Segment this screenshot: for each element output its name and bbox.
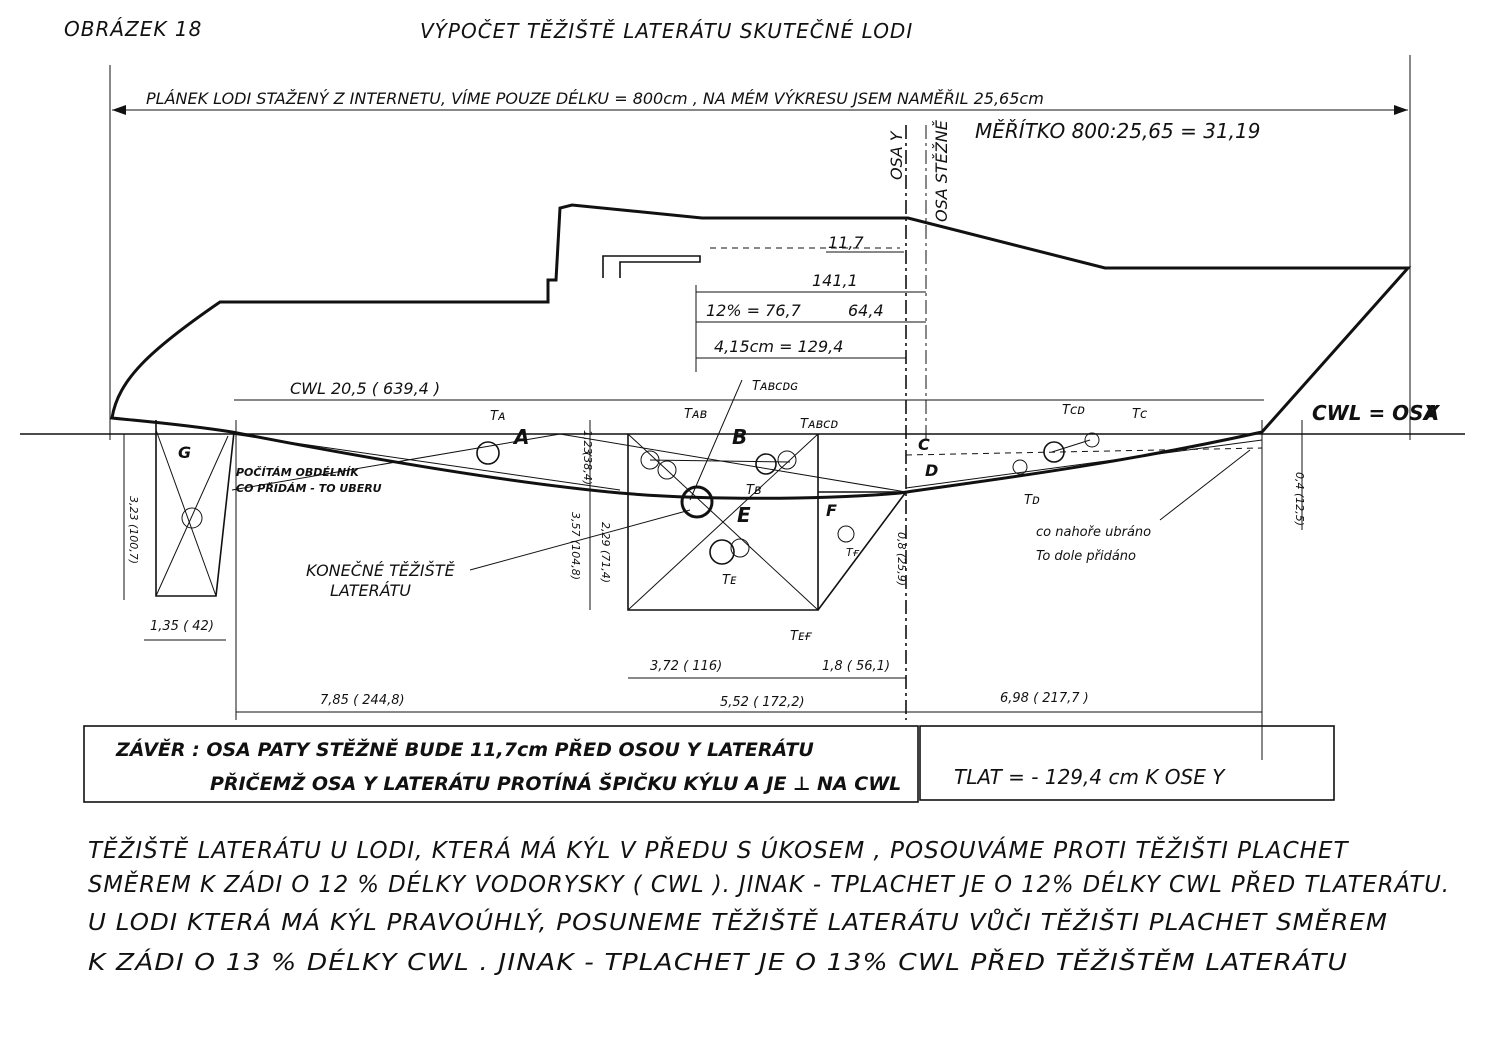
- centroid-te: [709, 539, 735, 565]
- centroid-td: [1012, 459, 1028, 475]
- centroid-tb: [755, 453, 777, 475]
- centroid-ta: [476, 441, 500, 465]
- dim-141-1: 141,1: [812, 271, 858, 290]
- dim-3-23: 3,23 (100,7): [127, 496, 140, 564]
- intro-line: PLÁNEK LODI STAŽENÝ Z INTERNETU, VÍME PO…: [146, 89, 1044, 108]
- area-b: B: [732, 425, 747, 449]
- centroid-final: [680, 485, 714, 519]
- note-leader: [1159, 449, 1251, 521]
- scale-label: MĚŘÍTKO 800:25,65 = 31,19: [975, 119, 1260, 143]
- note-removed-top: co nahoře ubráno: [1036, 525, 1151, 540]
- cabin-window: [602, 255, 701, 278]
- area-c-dash: [905, 447, 1263, 456]
- centroid-tcd: [1043, 441, 1065, 463]
- final-centroid-2: LATERÁTU: [330, 581, 411, 600]
- dim-5-52: 5,52 ( 172,2): [720, 695, 805, 710]
- dim-1-8: 1,8 ( 56,1): [822, 659, 890, 674]
- rudder-diagonal-2: [155, 435, 229, 597]
- rect-note-1: POČÍTÁM OBDÉLNÍK: [236, 465, 360, 479]
- x-axis-label: X: [1422, 401, 1441, 425]
- dim-0-8: 0,8 (25,9): [895, 532, 908, 586]
- dim-6-98: 6,98 ( 217,7 ): [1000, 691, 1089, 706]
- result-text: TLAT = - 129,4 cm K OSE Y: [954, 765, 1226, 789]
- dim-cwl: CWL 20,5 ( 639,4 ): [290, 379, 440, 398]
- diagram-title: VÝPOČET TĚŽIŠTĚ LATERÁTU SKUTEČNÉ LODI: [420, 19, 913, 43]
- centroid-tf: [837, 525, 855, 543]
- label-tb: Tʙ: [746, 483, 761, 498]
- centroid-tg: [181, 507, 203, 529]
- dim-3-72: 3,72 ( 116): [650, 659, 722, 674]
- area-f: F: [826, 501, 837, 520]
- dim-38-4: (38,4): [581, 452, 594, 485]
- cwl-axis-label: CWL = OSA: [1312, 401, 1439, 425]
- area-e: E: [737, 503, 751, 527]
- dim-7-85: 7,85 ( 244,8): [320, 693, 405, 708]
- label-tabcd: Tᴀʙᴄᴅ: [800, 417, 838, 432]
- dim-1-23: 1,23: [581, 430, 594, 455]
- note-line-4: K ZÁDI O 13 % DÉLKY CWL . JINAK - TPLACH…: [88, 948, 1348, 976]
- rect-note-2: CO PŘIDÁM - TO UBERU: [236, 481, 382, 495]
- tcd-connector: [1051, 439, 1091, 453]
- area-a-diagonal-2: [231, 433, 561, 491]
- label-tc: Tᴄ: [1132, 407, 1147, 422]
- label-td: Tᴅ: [1024, 493, 1040, 508]
- tab-connector: [649, 459, 791, 463]
- result-box: [919, 725, 1335, 801]
- area-a: A: [512, 425, 529, 449]
- final-centroid-leader: [469, 509, 691, 571]
- figure-label: OBRÁZEK 18: [64, 17, 202, 41]
- centroid-tef: [730, 538, 750, 558]
- label-te: Tᴇ: [722, 573, 737, 588]
- label-tabcdg: Tᴀʙᴄᴅɢ: [752, 379, 798, 394]
- dim-135: 1,35 ( 42): [150, 619, 214, 634]
- centroid-tab: [640, 450, 660, 470]
- note-line-2: SMĚREM K ZÁDI O 12 % DÉLKY VODORYSKY ( C…: [88, 870, 1450, 898]
- dim-3-57: 3,57 (104,8): [569, 512, 582, 580]
- rudder-diagonal-1: [155, 429, 217, 597]
- centroid-tab-2: [657, 460, 677, 480]
- label-ta: Tᴀ: [490, 409, 506, 424]
- conclusion-box: [83, 725, 919, 803]
- dim-12pct: 12% = 76,7: [706, 301, 802, 320]
- centroid-tabcd: [777, 450, 797, 470]
- keel-diagonal-2: [627, 433, 819, 611]
- area-d: D: [925, 461, 938, 480]
- note-line-3: U LODI KTERÁ MÁ KÝL PRAVOÚHLÝ, POSUNEME …: [88, 907, 1388, 936]
- keel-rectangle-e: [627, 434, 819, 611]
- mast-axis-label: OSA STĚŽNĚ: [932, 119, 951, 222]
- area-b-diagonal: [559, 433, 907, 493]
- label-tf: Tғ: [846, 546, 860, 559]
- area-g: G: [178, 443, 191, 462]
- area-a-diagonal: [231, 433, 621, 491]
- note-line-1: TĚŽIŠTĚ LATERÁTU U LODI, KTERÁ MÁ KÝL V …: [88, 836, 1349, 864]
- area-c: C: [918, 435, 930, 454]
- label-tef: Tᴇғ: [790, 629, 812, 644]
- note-added-bottom: To dole přidáno: [1036, 549, 1136, 564]
- final-centroid-1: KONEČNÉ TĚŽIŠTĚ: [306, 561, 456, 580]
- rudder-rectangle-g: [155, 420, 235, 597]
- label-tcd: Tᴄᴅ: [1062, 403, 1085, 418]
- dim-0-4: 0,4 (12,5): [1293, 472, 1306, 526]
- label-tab: Tᴀʙ: [684, 407, 707, 422]
- dim-2-29: 2,29 (71,4): [599, 522, 612, 583]
- dim-11-7: 11,7: [828, 233, 864, 252]
- centroid-tc: [1084, 432, 1100, 448]
- dim-4-15: 4,15cm = 129,4: [714, 337, 843, 356]
- area-d-diagonal: [905, 439, 1263, 489]
- conclusion-line-1: ZÁVĚR : OSA PATY STĚŽNĚ BUDE 11,7cm PŘED…: [115, 738, 814, 761]
- conclusion-line-2: PŘIČEMŽ OSA Y LATERÁTU PROTÍNÁ ŠPIČKU KÝ…: [210, 771, 901, 795]
- y-axis-label: OSA Y: [887, 130, 906, 180]
- dim-64-4: 64,4: [848, 301, 884, 320]
